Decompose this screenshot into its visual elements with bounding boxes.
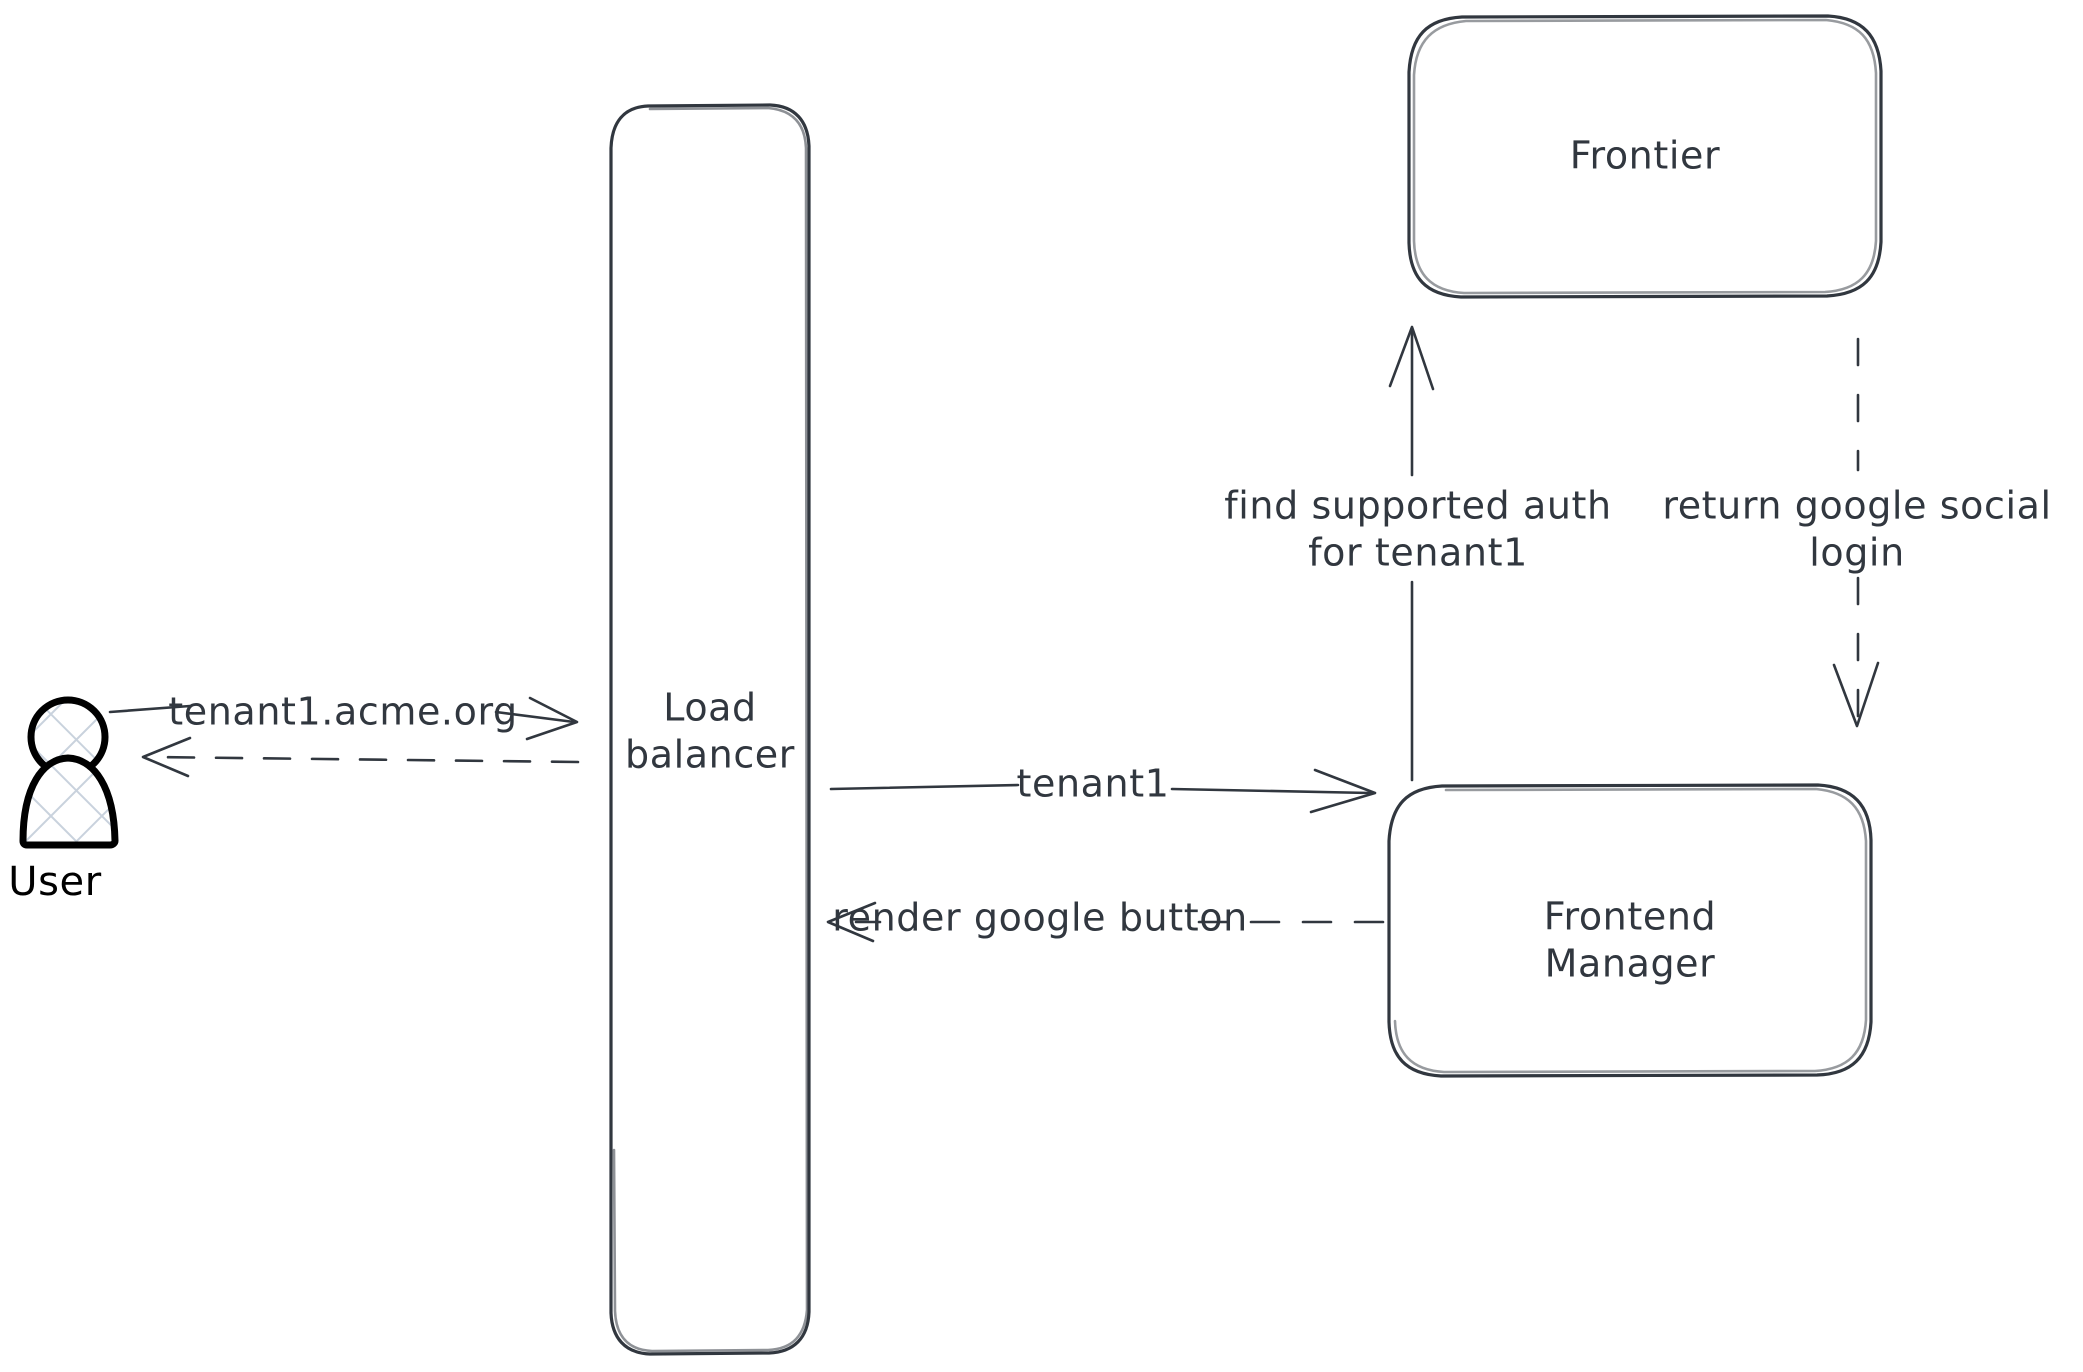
edge-label-tenant1-acme-org: tenant1.acme.org [168, 690, 517, 734]
edge-load-balancer-to-user[interactable] [141, 736, 580, 778]
node-load-balancer[interactable]: Load balancer [609, 103, 811, 1356]
edge-load-balancer-to-frontend-manager[interactable]: tenant1 [829, 762, 1377, 814]
edge-user-to-load-balancer[interactable]: tenant1.acme.org [108, 690, 579, 741]
edge-user-to-lb-line-left [108, 704, 192, 714]
edge-label-render-google-button: render google button [832, 896, 1248, 940]
edge-label-return-google-social-line2: login [1809, 531, 1905, 575]
edge-label-find-supported-auth-line1: find supported auth [1224, 484, 1611, 528]
frontend-manager-shape [1387, 783, 1873, 1078]
user-body-icon [19, 754, 119, 849]
edge-frontend-manager-to-frontier[interactable]: find supported auth for tenant1 [1224, 325, 1611, 782]
edge-lb-to-user-line [150, 755, 580, 764]
edge-lb-to-fm-line-left [829, 783, 1020, 791]
frontier-shape-overstroke [1412, 18, 1878, 295]
edge-user-to-lb-arrowhead [525, 696, 579, 741]
edge-user-to-lb-line-right [494, 710, 576, 724]
load-balancer-shape-overstroke [612, 106, 809, 1353]
edge-fm-to-frontier-arrowhead [1388, 325, 1435, 391]
edge-frontier-to-frontend-manager[interactable]: return google social login [1662, 337, 2051, 728]
frontend-manager-shape-overstroke [1393, 787, 1868, 1074]
load-balancer-shape [609, 103, 811, 1356]
frontier-label: Frontier [1570, 134, 1720, 178]
load-balancer-label-line2: balancer [625, 733, 795, 777]
frontier-shape [1407, 14, 1883, 299]
edge-label-return-google-social-line1: return google social [1662, 484, 2051, 528]
edge-label-find-supported-auth-line2: for tenant1 [1308, 531, 1528, 575]
user-label: User [8, 859, 102, 905]
node-frontier[interactable]: Frontier [1407, 14, 1883, 299]
frontend-manager-label-line2: Manager [1545, 942, 1716, 986]
edge-lb-to-fm-line-right [1170, 787, 1372, 795]
load-balancer-label-line1: Load [663, 686, 757, 730]
node-frontend-manager[interactable]: Frontend Manager [1387, 783, 1873, 1078]
edge-fm-to-lb-arrowhead [826, 901, 877, 943]
node-user[interactable]: User [8, 696, 119, 905]
edge-lb-to-fm-arrowhead [1309, 768, 1377, 814]
edge-frontend-manager-to-load-balancer[interactable]: render google button [826, 896, 1385, 943]
edge-frontier-to-fm-arrowhead [1832, 661, 1880, 728]
edge-lb-to-user-arrowhead [141, 736, 192, 778]
edge-label-tenant1: tenant1 [1016, 762, 1169, 806]
frontend-manager-label-line1: Frontend [1544, 895, 1717, 939]
